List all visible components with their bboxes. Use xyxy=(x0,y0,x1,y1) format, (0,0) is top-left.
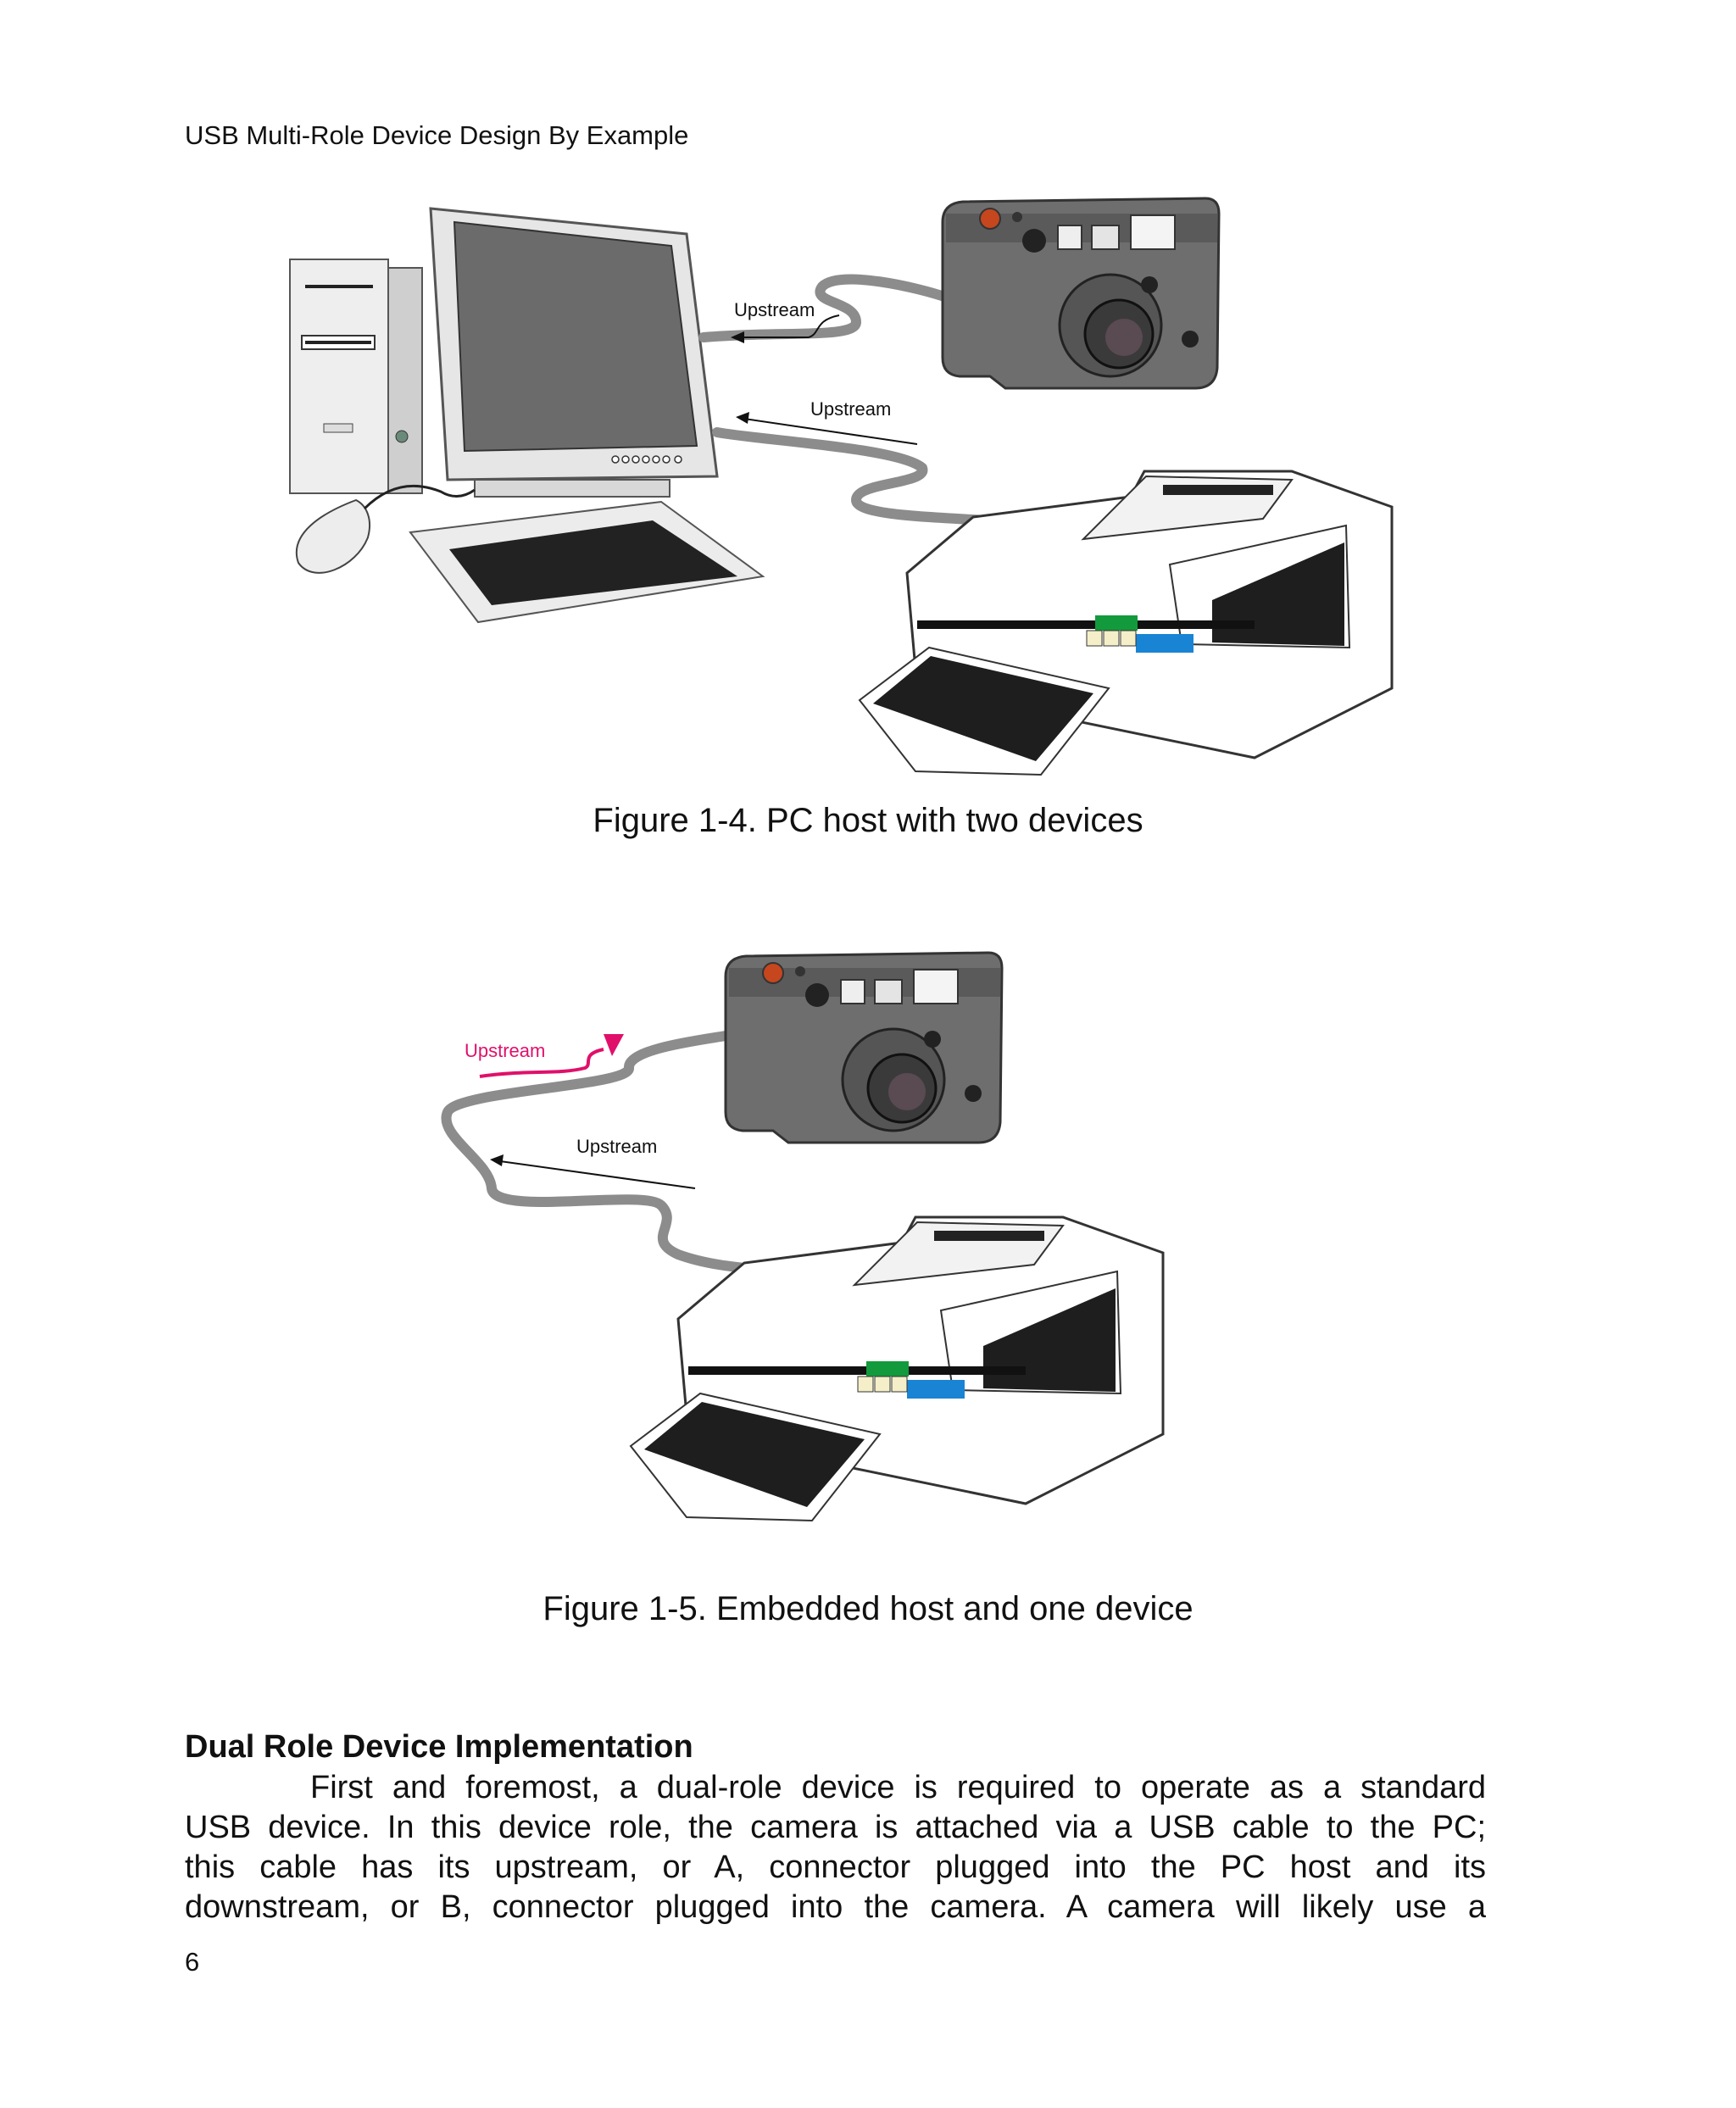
page-number: 6 xyxy=(185,1947,200,1977)
upstream-label-highlight: Upstream xyxy=(465,1040,545,1061)
section-heading: Dual Role Device Implementation xyxy=(185,1729,693,1765)
upstream-label-printer: Upstream xyxy=(810,398,891,420)
figure-1-5-caption: Figure 1-5. Embedded host and one device xyxy=(542,1590,1194,1627)
body-paragraph: First and foremost, a dual-role device i… xyxy=(185,1768,1486,1927)
figure-1-5-illustration: Upstream Upstream xyxy=(441,951,1165,1522)
pc-monitor xyxy=(429,207,719,498)
camera xyxy=(724,951,1004,1144)
pc-tower xyxy=(289,259,423,494)
upstream-label-printer-cable: Upstream xyxy=(576,1136,657,1157)
figure-1-4: Upstream Upstream xyxy=(0,0,1736,848)
body-line: this cable has its upstream, or A, conne… xyxy=(185,1849,1486,1885)
printer xyxy=(858,470,1394,776)
figure-1-4-illustration: Upstream Upstream xyxy=(289,197,1394,776)
body-line: downstream, or B, connector plugged into… xyxy=(185,1889,1486,1925)
pc-mouse xyxy=(296,484,476,574)
printer xyxy=(629,1215,1165,1522)
upstream-label-camera: Upstream xyxy=(734,299,815,320)
figure-1-5: Upstream Upstream xyxy=(0,890,1736,1653)
camera xyxy=(941,197,1221,390)
running-header: USB Multi-Role Device Design By Example xyxy=(185,120,689,150)
figure-1-4-caption: Figure 1-4. PC host with two devices xyxy=(593,802,1143,839)
pc-keyboard xyxy=(409,500,765,624)
body-line: First and foremost, a dual-role device i… xyxy=(310,1770,1486,1805)
body-line: USB device. In this device role, the cam… xyxy=(185,1810,1486,1845)
